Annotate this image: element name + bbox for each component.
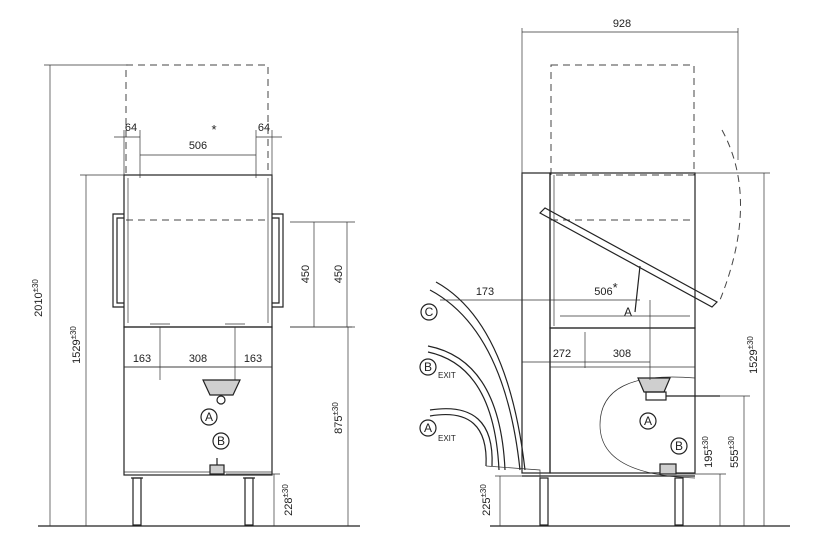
- front-body: [123, 326, 273, 476]
- front-callout-b: B: [217, 434, 225, 448]
- side-callout-a-exit-label: EXIT: [438, 434, 456, 443]
- front-drain-outlet: [216, 395, 226, 405]
- front-dim-450-a: 450: [300, 265, 312, 283]
- side-leg-left: [539, 477, 549, 526]
- front-leg-left: [132, 477, 142, 526]
- side-dim-1529: 1529±30: [746, 336, 760, 374]
- front-water-valve: [209, 464, 225, 475]
- side-dim-308: 308: [613, 348, 631, 360]
- front-right-handle: [272, 213, 284, 308]
- front-star-note: *: [211, 122, 216, 137]
- side-hood-arm: [539, 207, 718, 308]
- side-leg-right: [674, 477, 684, 526]
- front-raised-hood-outline: [125, 64, 269, 176]
- front-left-handle: [112, 213, 124, 308]
- side-dim-928: 928: [613, 18, 631, 30]
- front-dim-64-right: 64: [258, 122, 270, 134]
- side-arm-link: [634, 265, 641, 313]
- side-dim-272: 272: [553, 348, 571, 360]
- front-dim-228: 228±30: [281, 484, 295, 516]
- side-raised-hood-outline: [550, 64, 695, 176]
- side-callout-a-exit-circle: [419, 419, 437, 437]
- front-callout-b-circle: [212, 432, 230, 450]
- side-hose-connection: [485, 465, 541, 478]
- side-callout-b: B: [675, 439, 683, 453]
- side-drain-outlet: [645, 391, 667, 401]
- side-back-column: [521, 172, 551, 474]
- side-hose-b-exit-2: [427, 351, 500, 471]
- side-dim-195: 195±30: [701, 436, 715, 468]
- side-dim-506: 506*: [594, 280, 617, 298]
- front-dim-1529: 1529±30: [69, 326, 83, 364]
- side-callout-b-exit-label: EXIT: [438, 371, 456, 380]
- side-water-valve: [659, 463, 677, 475]
- side-hose-a-exit: [429, 408, 493, 467]
- side-dim-173: 173: [476, 286, 494, 298]
- front-right-handle-inner: [272, 217, 280, 304]
- side-hood-swing-arc: [719, 129, 741, 301]
- side-callout-b-exit: B: [424, 360, 432, 374]
- side-dim-225: 225±30: [479, 484, 493, 516]
- side-callout-a-exit: A: [424, 421, 432, 435]
- front-dim-875: 875±30: [331, 402, 345, 434]
- side-callout-a-top: A: [624, 305, 632, 319]
- side-hose-b-exit: [427, 345, 506, 471]
- front-dim-163-right: 163: [244, 353, 262, 365]
- front-leg-right: [244, 477, 254, 526]
- front-dim-308: 308: [189, 353, 207, 365]
- front-drain-funnel: [202, 379, 241, 396]
- side-hose-c-2: [435, 281, 526, 471]
- front-callout-a-circle: [200, 408, 218, 426]
- side-drain-funnel: [637, 377, 671, 393]
- front-view: 64 64 * 506 450 450 163 308 163 2010±30 …: [31, 64, 360, 527]
- side-body: [549, 327, 696, 474]
- front-left-handle-inner: [116, 217, 124, 304]
- side-hose-c: [429, 289, 521, 471]
- front-hood: [123, 174, 273, 328]
- front-dim-506: 506: [189, 140, 207, 152]
- front-dim-2010: 2010±30: [31, 279, 45, 317]
- side-callout-c-circle: [420, 303, 438, 321]
- side-view: 928 173 506* 272 308 1529±30 555±30 195±…: [419, 18, 790, 527]
- side-callout-a-circle: [639, 412, 657, 430]
- side-dim-555: 555±30: [727, 436, 741, 468]
- side-callout-a: A: [644, 414, 652, 428]
- front-dim-163-left: 163: [133, 353, 151, 365]
- side-callout-c: C: [425, 305, 434, 319]
- front-dim-450-b: 450: [333, 265, 345, 283]
- front-dim-64-left: 64: [125, 122, 137, 134]
- side-callout-b-circle: [670, 437, 688, 455]
- front-callout-a: A: [205, 410, 213, 424]
- side-hose-a-exit-2: [429, 414, 487, 467]
- side-callout-b-exit-circle: [419, 358, 437, 376]
